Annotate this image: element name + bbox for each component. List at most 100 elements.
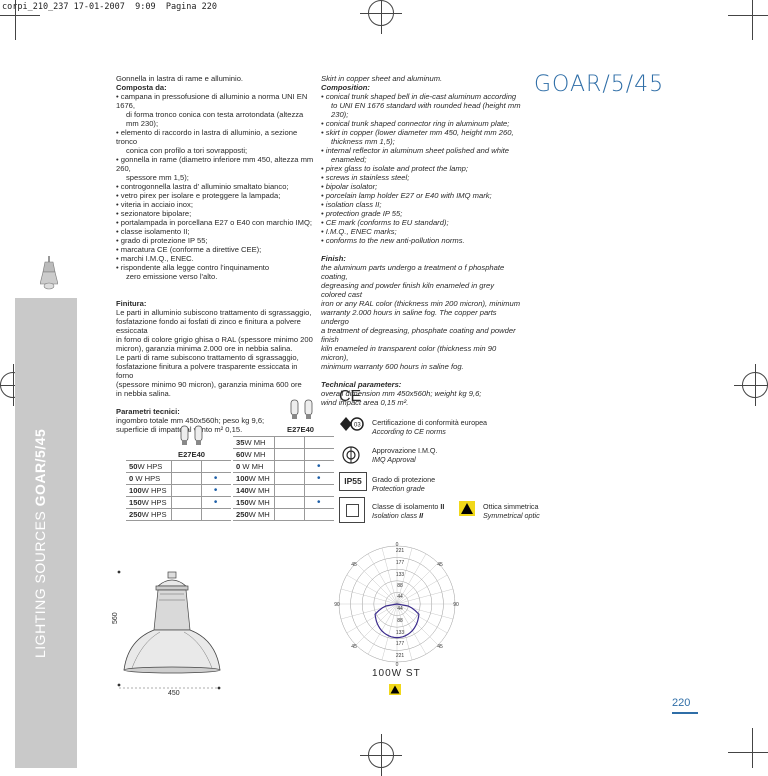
lamp-row: 0 W MH• bbox=[233, 460, 334, 473]
lamp-watt: 0 bbox=[129, 474, 134, 483]
lamp-drawing bbox=[117, 570, 221, 690]
e27-cell bbox=[273, 448, 305, 461]
lamp-watt: 250 bbox=[236, 510, 249, 519]
e40-cell bbox=[303, 436, 334, 449]
en-composition-item: • pirex glass to isolate and protect the… bbox=[321, 164, 469, 173]
lamp-unit: W HPS bbox=[137, 462, 163, 471]
it-composition-item: • vetro pirex per isolare e proteggere l… bbox=[116, 191, 281, 200]
ce-cert-text: Certificazione di conformità europea Acc… bbox=[372, 418, 487, 436]
polar-lamp-label: 100W ST bbox=[372, 668, 421, 679]
lamp-power: 250W MH bbox=[233, 508, 275, 521]
it-composition-item: di forma tronco conica con testa arroton… bbox=[126, 110, 304, 128]
ce-cert-en: According to CE norms bbox=[372, 427, 446, 436]
class-en-prefix: Isolation class bbox=[372, 511, 420, 520]
lamp-watt: 60 bbox=[236, 450, 245, 459]
en-finish-line: the aluminum parts undergo a treatment o… bbox=[321, 263, 505, 281]
en-finish-line: warranty 2.000 hours in saline fog. The … bbox=[321, 308, 497, 326]
e40-cell: • bbox=[200, 484, 231, 497]
header-page: Pagina 220 bbox=[165, 2, 218, 12]
crop-mark bbox=[728, 752, 768, 753]
it-finish-text: Le parti in alluminio subiscono trattame… bbox=[116, 308, 316, 398]
lamp-watt: 140 bbox=[236, 486, 249, 495]
en-finish-line: minimum warranty 600 hours in saline fog… bbox=[321, 362, 464, 371]
bulb-pair-icon bbox=[290, 399, 313, 419]
e40-cell bbox=[200, 508, 231, 521]
header-file: corpi_210_237 bbox=[2, 2, 69, 12]
class-cert-text: Classe di isolamento II Isolation class … bbox=[372, 502, 444, 520]
crop-mark bbox=[0, 15, 40, 16]
en-tech-heading: Technical parameters: bbox=[321, 380, 402, 389]
lamp-power: 140W MH bbox=[233, 484, 275, 497]
it-composition-item: zero emissione verso l'alto. bbox=[126, 272, 218, 281]
en-composition-item: • bipolar isolator; bbox=[321, 182, 378, 191]
en-finish-line: iron or any RAL color (thickness min 200… bbox=[321, 299, 521, 308]
e27-cell bbox=[170, 472, 202, 485]
it-composition-item: • elemento di raccordo in lastra di allu… bbox=[116, 128, 298, 146]
en-finish-text: the aluminum parts undergo a treatment o… bbox=[321, 263, 521, 371]
e27-cell bbox=[170, 460, 202, 473]
header-date: 17-01-2007 bbox=[73, 2, 125, 12]
en-composition-list: • conical trunk shaped bell in die-cast … bbox=[321, 92, 521, 245]
it-composition-item: • gonnella in rame (diametro inferiore m… bbox=[116, 155, 314, 173]
hps-socket-header: E27E40 bbox=[178, 450, 206, 459]
it-composition-list: • campana in pressofusione di alluminio … bbox=[116, 92, 316, 281]
ip-cert-text: Grado di protezione Protection grade bbox=[372, 475, 435, 493]
lamp-row: 0 W HPS• bbox=[126, 472, 231, 485]
polar-radial-label: 133 bbox=[396, 572, 405, 578]
it-finish-line: micron), garanzia minima 2.000 ore in ne… bbox=[116, 344, 293, 353]
mh-socket-header: E27E40 bbox=[287, 425, 315, 434]
optic-cert-text: Ottica simmetrica Symmetrical optic bbox=[483, 502, 540, 520]
polar-angle-label: 45 bbox=[351, 644, 357, 650]
en-composition-item: enameled; bbox=[331, 155, 367, 164]
polar-radial-label: 177 bbox=[396, 560, 405, 566]
class-it-prefix: Classe di isolamento bbox=[372, 502, 441, 511]
lamp-power: 35W MH bbox=[233, 436, 275, 449]
en-finish-heading: Finish: bbox=[321, 254, 346, 263]
polar-radial-label: 133 bbox=[396, 630, 405, 636]
lamp-row: 250W HPS bbox=[126, 508, 231, 521]
e27-cell bbox=[273, 484, 305, 497]
class-en-value: II bbox=[419, 511, 424, 520]
it-composition-heading: Composta da: bbox=[116, 83, 167, 92]
en-composition-item: • porcelain lamp holder E27 or E40 with … bbox=[321, 191, 492, 200]
print-header: corpi_210_237 17-01-2007 9:09 Pagina 220 bbox=[2, 2, 217, 12]
crop-mark bbox=[752, 0, 753, 40]
lamp-unit: W HPS bbox=[141, 510, 167, 519]
it-composition-item: • rispondente alla legge contro l'inquin… bbox=[116, 263, 270, 272]
it-finish-line: in nebbia salina. bbox=[116, 389, 171, 398]
it-composition-item: • portalampada in porcellana E27 o E40 c… bbox=[116, 218, 312, 227]
e40-cell bbox=[303, 484, 334, 497]
lamp-power: 0 W HPS bbox=[126, 472, 172, 485]
polar-radial-label: 221 bbox=[396, 653, 405, 659]
en-finish-line: a treatment of degreasing, phosphate coa… bbox=[321, 326, 516, 344]
en-tech-line: wind impact area 0,15 m². bbox=[321, 398, 409, 407]
crop-mark bbox=[15, 0, 16, 40]
crop-mark bbox=[752, 728, 753, 768]
lamp-row: 250W MH bbox=[233, 508, 334, 521]
e40-cell: • bbox=[303, 496, 334, 509]
lamp-unit: W HPS bbox=[141, 498, 167, 507]
registration-mark-top bbox=[360, 0, 402, 34]
polar-radial-label: 88 bbox=[397, 583, 403, 589]
en-tech-text: overall dimension mm 450x560h; weight kg… bbox=[321, 389, 521, 407]
it-tech-text: ingombro totale mm 450x560h; peso kg 9,6… bbox=[116, 416, 316, 434]
lamp-row: 150W MH• bbox=[233, 496, 334, 509]
it-composition-item: • controgonnella lastra d' alluminio sma… bbox=[116, 182, 289, 191]
e27-cell bbox=[273, 496, 305, 509]
it-finish-heading: Finitura: bbox=[116, 299, 147, 308]
it-tech-line: ingombro totale mm 450x560h; peso kg 9,6… bbox=[116, 416, 265, 425]
lamp-power: 150W HPS bbox=[126, 496, 172, 509]
english-description: Skirt in copper sheet and aluminum. Comp… bbox=[321, 74, 521, 407]
polar-radial-label: 88 bbox=[397, 618, 403, 624]
lamp-watt: 250 bbox=[129, 510, 142, 519]
en-composition-item: • screws in stainless steel; bbox=[321, 173, 410, 182]
lamp-row: 100W MH• bbox=[233, 472, 334, 485]
class-it-value: II bbox=[440, 502, 445, 511]
it-composition-item: • marcatura CE (conforme a direttive CEE… bbox=[116, 245, 262, 254]
lamp-row: 50W HPS bbox=[126, 460, 231, 473]
drawing-height-label: 560 bbox=[112, 612, 119, 624]
imq-cert-en: IMQ Approval bbox=[372, 455, 416, 464]
